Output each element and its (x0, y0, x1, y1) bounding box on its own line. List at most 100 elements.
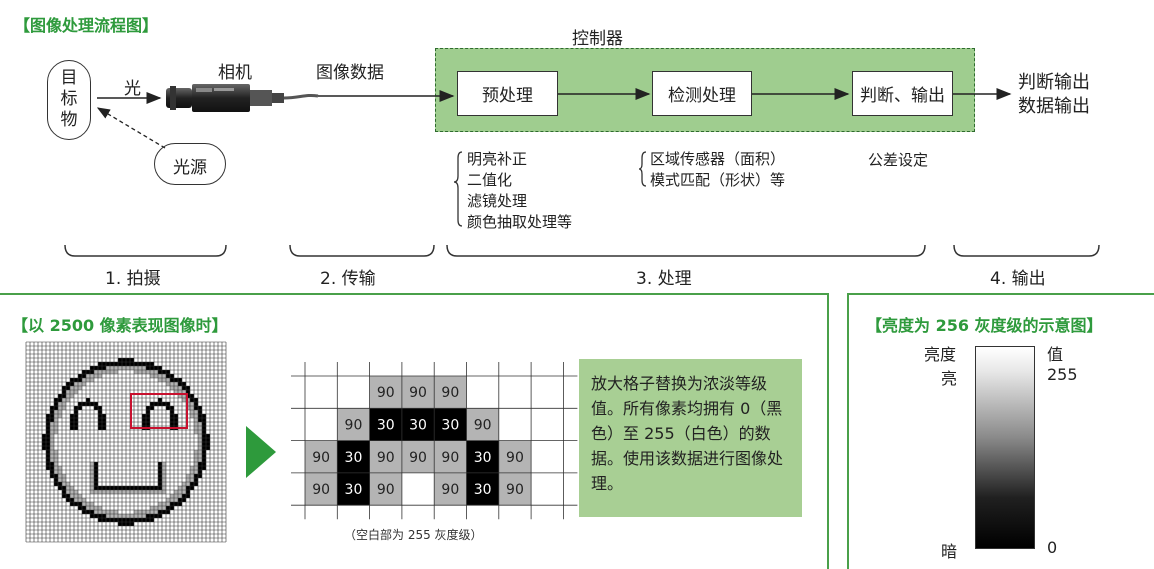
smiley-cell (194, 430, 198, 434)
smiley-cell (190, 482, 194, 486)
smiley-cell (114, 366, 118, 370)
smiley-cell (74, 410, 78, 414)
smiley-cell (70, 426, 74, 430)
smiley-cell (82, 506, 86, 510)
smiley-cell (58, 474, 62, 478)
smiley-cell (46, 422, 50, 426)
flow-graphics (64, 84, 1100, 257)
illumination-arrow (96, 107, 166, 149)
smiley-cell (102, 422, 106, 426)
smiley-cell (122, 514, 126, 518)
smiley-cell (78, 386, 82, 390)
smiley-cell (162, 510, 166, 514)
smiley-cell (154, 366, 158, 370)
smiley-cell (198, 446, 202, 450)
smiley-cell (178, 502, 182, 506)
smiley-cell (62, 386, 66, 390)
smiley-cell (62, 406, 66, 410)
smiley-cell (138, 510, 142, 514)
smiley-cell (206, 442, 210, 446)
smiley-cell (154, 514, 158, 518)
smiley-cell (46, 462, 50, 466)
smiley-cell (50, 474, 54, 478)
smiley-cell (78, 506, 82, 510)
smiley-cell (58, 486, 62, 490)
smiley-cell (98, 510, 102, 514)
smiley-cell (146, 410, 150, 414)
zoom-cell (305, 472, 338, 506)
smiley-cell (54, 414, 58, 418)
smiley-cell (42, 434, 46, 438)
smiley-cell (106, 510, 110, 514)
smiley-cell (94, 490, 98, 494)
smiley-cell (194, 414, 198, 418)
smiley-cell (46, 458, 50, 462)
smiley-cell (190, 410, 194, 414)
smiley-cell (66, 394, 70, 398)
smiley-cell (70, 386, 74, 390)
smiley-cell (122, 486, 126, 490)
smiley-cell (174, 498, 178, 502)
smiley-cell (114, 510, 118, 514)
smiley-cell (66, 486, 70, 490)
smiley-cell (82, 502, 86, 506)
smiley-cell (106, 490, 110, 494)
smiley-cell (74, 494, 78, 498)
smiley-cell (74, 414, 78, 418)
smiley-cell (130, 518, 134, 522)
smiley-cell (190, 406, 194, 410)
flow-title: 【图像处理流程图】 (14, 16, 159, 35)
smiley-cell (102, 362, 106, 366)
smiley-cell (182, 394, 186, 398)
smiley-cell (50, 438, 54, 442)
smiley-cell (202, 414, 206, 418)
zoom-cell (466, 408, 499, 441)
zoom-cell (401, 408, 435, 441)
smiley-cell (46, 442, 50, 446)
smiley-cell (90, 466, 94, 470)
smiley-cell (118, 362, 122, 366)
smiley-cell (166, 402, 170, 406)
smiley-cell (126, 366, 130, 370)
smiley-cell (74, 390, 78, 394)
zoom-cell-value: 90 (377, 450, 395, 466)
gray-right-max: 255 (1047, 365, 1078, 384)
gray-right-min: 0 (1047, 538, 1058, 557)
smiley-cell (102, 426, 106, 430)
smiley-cell (70, 394, 74, 398)
pre-item: 二值化 (467, 171, 513, 189)
smiley-cell (134, 518, 138, 522)
smiley-cell (166, 370, 170, 374)
smiley-cell (166, 510, 170, 514)
smiley-cell (86, 378, 90, 382)
zoom-cell (305, 440, 338, 473)
zoom-cell (337, 440, 370, 473)
step4-bracket (953, 244, 1100, 257)
smiley-cell (66, 390, 70, 394)
smiley-cell (50, 410, 54, 414)
smiley-cell (198, 426, 202, 430)
smiley-cell (78, 402, 82, 406)
smiley-cell (170, 502, 174, 506)
smiley-cell (122, 490, 126, 494)
smiley-cell (62, 398, 66, 402)
smiley-cell (70, 422, 74, 426)
smiley-cell (174, 386, 178, 390)
smiley-cell (170, 498, 174, 502)
smiley-cell (86, 402, 90, 406)
step1-bracket (64, 244, 227, 257)
smiley-cell (146, 414, 150, 418)
smiley-cell (158, 506, 162, 510)
camera-icon (166, 84, 284, 112)
smiley-cell (194, 426, 198, 430)
zoom-cell (498, 440, 532, 473)
smiley-cell (62, 486, 66, 490)
smiley-cell (170, 378, 174, 382)
smiley-cell (98, 370, 102, 374)
preprocess-box: 预处理 (457, 71, 558, 116)
smiley-cell (190, 394, 194, 398)
smiley-cell (54, 410, 58, 414)
smiley-cell (110, 518, 114, 522)
smiley-cell (118, 366, 122, 370)
step2-bracket (289, 244, 435, 257)
